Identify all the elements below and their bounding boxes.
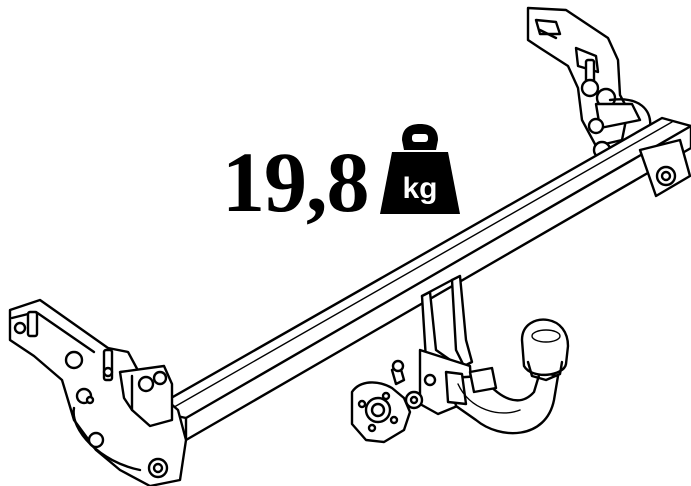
left-mounting-bracket: [8, 298, 188, 486]
weight-icon: kg: [380, 124, 460, 214]
tow-ball-neck: [444, 366, 560, 435]
weight-value: 19,8: [222, 134, 369, 230]
weight-unit-label: kg: [402, 172, 437, 205]
left-clamp: [102, 348, 174, 428]
beam-end-plate-right: [638, 138, 691, 198]
tow-ball: [520, 318, 570, 382]
socket-plate: [350, 359, 412, 444]
